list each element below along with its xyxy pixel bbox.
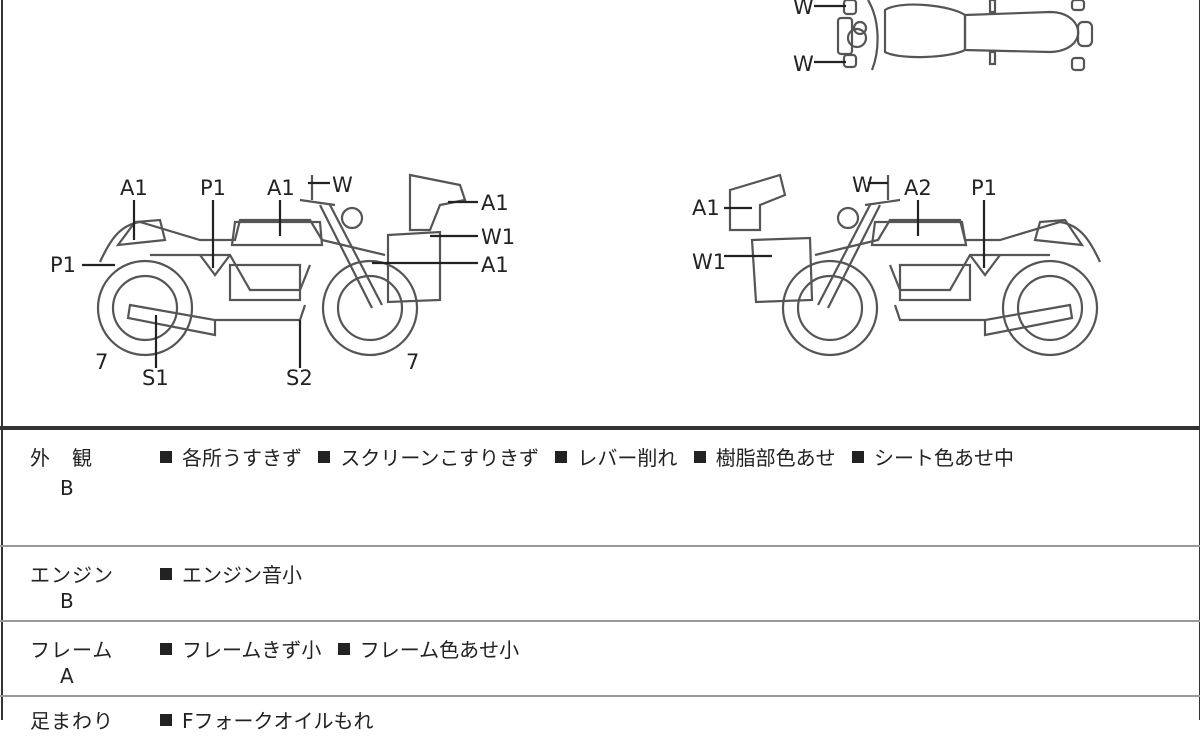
row-category: フレーム	[30, 638, 114, 662]
label-left-muffler: S1	[142, 366, 169, 390]
bullet-square-icon	[160, 568, 172, 580]
note: レバー削れ	[577, 446, 678, 470]
row-grade: A	[60, 664, 74, 688]
label-right-tank: A2	[904, 176, 932, 200]
row-category: 外 観	[30, 446, 93, 470]
left-side-motorcycle	[82, 173, 478, 368]
bullet-square-icon	[852, 451, 865, 463]
bullet-square-icon	[160, 451, 172, 463]
bullet-square-icon	[160, 643, 172, 655]
motorcycle-drawings	[82, 0, 1102, 368]
note: フレーム色あせ小	[359, 638, 520, 662]
row-engine: エンジン B エンジン音小	[0, 547, 1200, 620]
row-divider	[0, 545, 1200, 547]
label-left-rear-fender: P1	[50, 253, 77, 277]
note: 各所うすきず	[182, 446, 302, 470]
label-left-side-cover: P1	[200, 176, 227, 200]
label-left-mirror: W	[332, 173, 353, 197]
label-left-fork: A1	[481, 253, 509, 277]
label-top-mirror-upper: W	[793, 0, 814, 19]
row-notes: エンジン音小	[160, 559, 312, 588]
label-right-bag: W1	[692, 250, 727, 274]
top-view-motorcycle	[814, 0, 1094, 72]
bullet-square-icon	[318, 451, 331, 463]
bullet-square-icon	[160, 714, 172, 726]
note: Fフォークオイルもれ	[182, 709, 374, 733]
note: 樹脂部色あせ	[715, 446, 836, 470]
label-left-exhaust: S2	[286, 366, 313, 390]
row-notes: 各所うすきず スクリーンこすりきず レバー削れ 樹脂部色あせ シート色あせ中	[160, 442, 1024, 471]
row-suspension: 足まわり Fフォークオイルもれ	[0, 697, 1200, 737]
label-right-side-cover: P1	[971, 176, 998, 200]
row-grade: B	[60, 476, 74, 500]
row-grade: B	[60, 589, 74, 613]
label-left-bag: W1	[481, 225, 516, 249]
label-right-screen: A1	[692, 196, 720, 220]
label-right-mirror: W	[852, 173, 873, 197]
motorcycle-damage-diagram: W W A1 P1 A1 W A1 W1 A1 P1 7 S1 S2 7 A1 …	[50, 0, 1102, 390]
diagram-divider	[0, 426, 1200, 430]
row-appearance: 外 観 B 各所うすきず スクリーンこすりきず レバー削れ 樹脂部色あせ シート…	[0, 430, 1200, 545]
note: エンジン音小	[182, 563, 302, 587]
row-frame: フレーム A フレームきず小 フレーム色あせ小	[0, 622, 1200, 695]
note: シート色あせ中	[874, 446, 1015, 470]
row-category: エンジン	[30, 563, 114, 587]
bullet-square-icon	[555, 451, 568, 463]
bullet-square-icon	[337, 643, 350, 655]
note: フレームきず小	[182, 638, 322, 662]
row-divider	[0, 695, 1200, 697]
row-notes: フレームきず小 フレーム色あせ小	[160, 634, 529, 663]
note: スクリーンこすりきず	[340, 446, 539, 470]
label-left-tank: A1	[267, 176, 295, 200]
label-left-rear-cowl: A1	[120, 176, 148, 200]
right-side-motorcycle	[724, 173, 1102, 357]
label-left-front-tire: 7	[406, 350, 420, 374]
label-left-rear-tire: 7	[95, 350, 109, 374]
row-divider	[0, 620, 1200, 622]
bullet-square-icon	[693, 451, 706, 463]
label-top-mirror-lower: W	[793, 52, 814, 76]
label-left-screen: A1	[481, 191, 509, 215]
